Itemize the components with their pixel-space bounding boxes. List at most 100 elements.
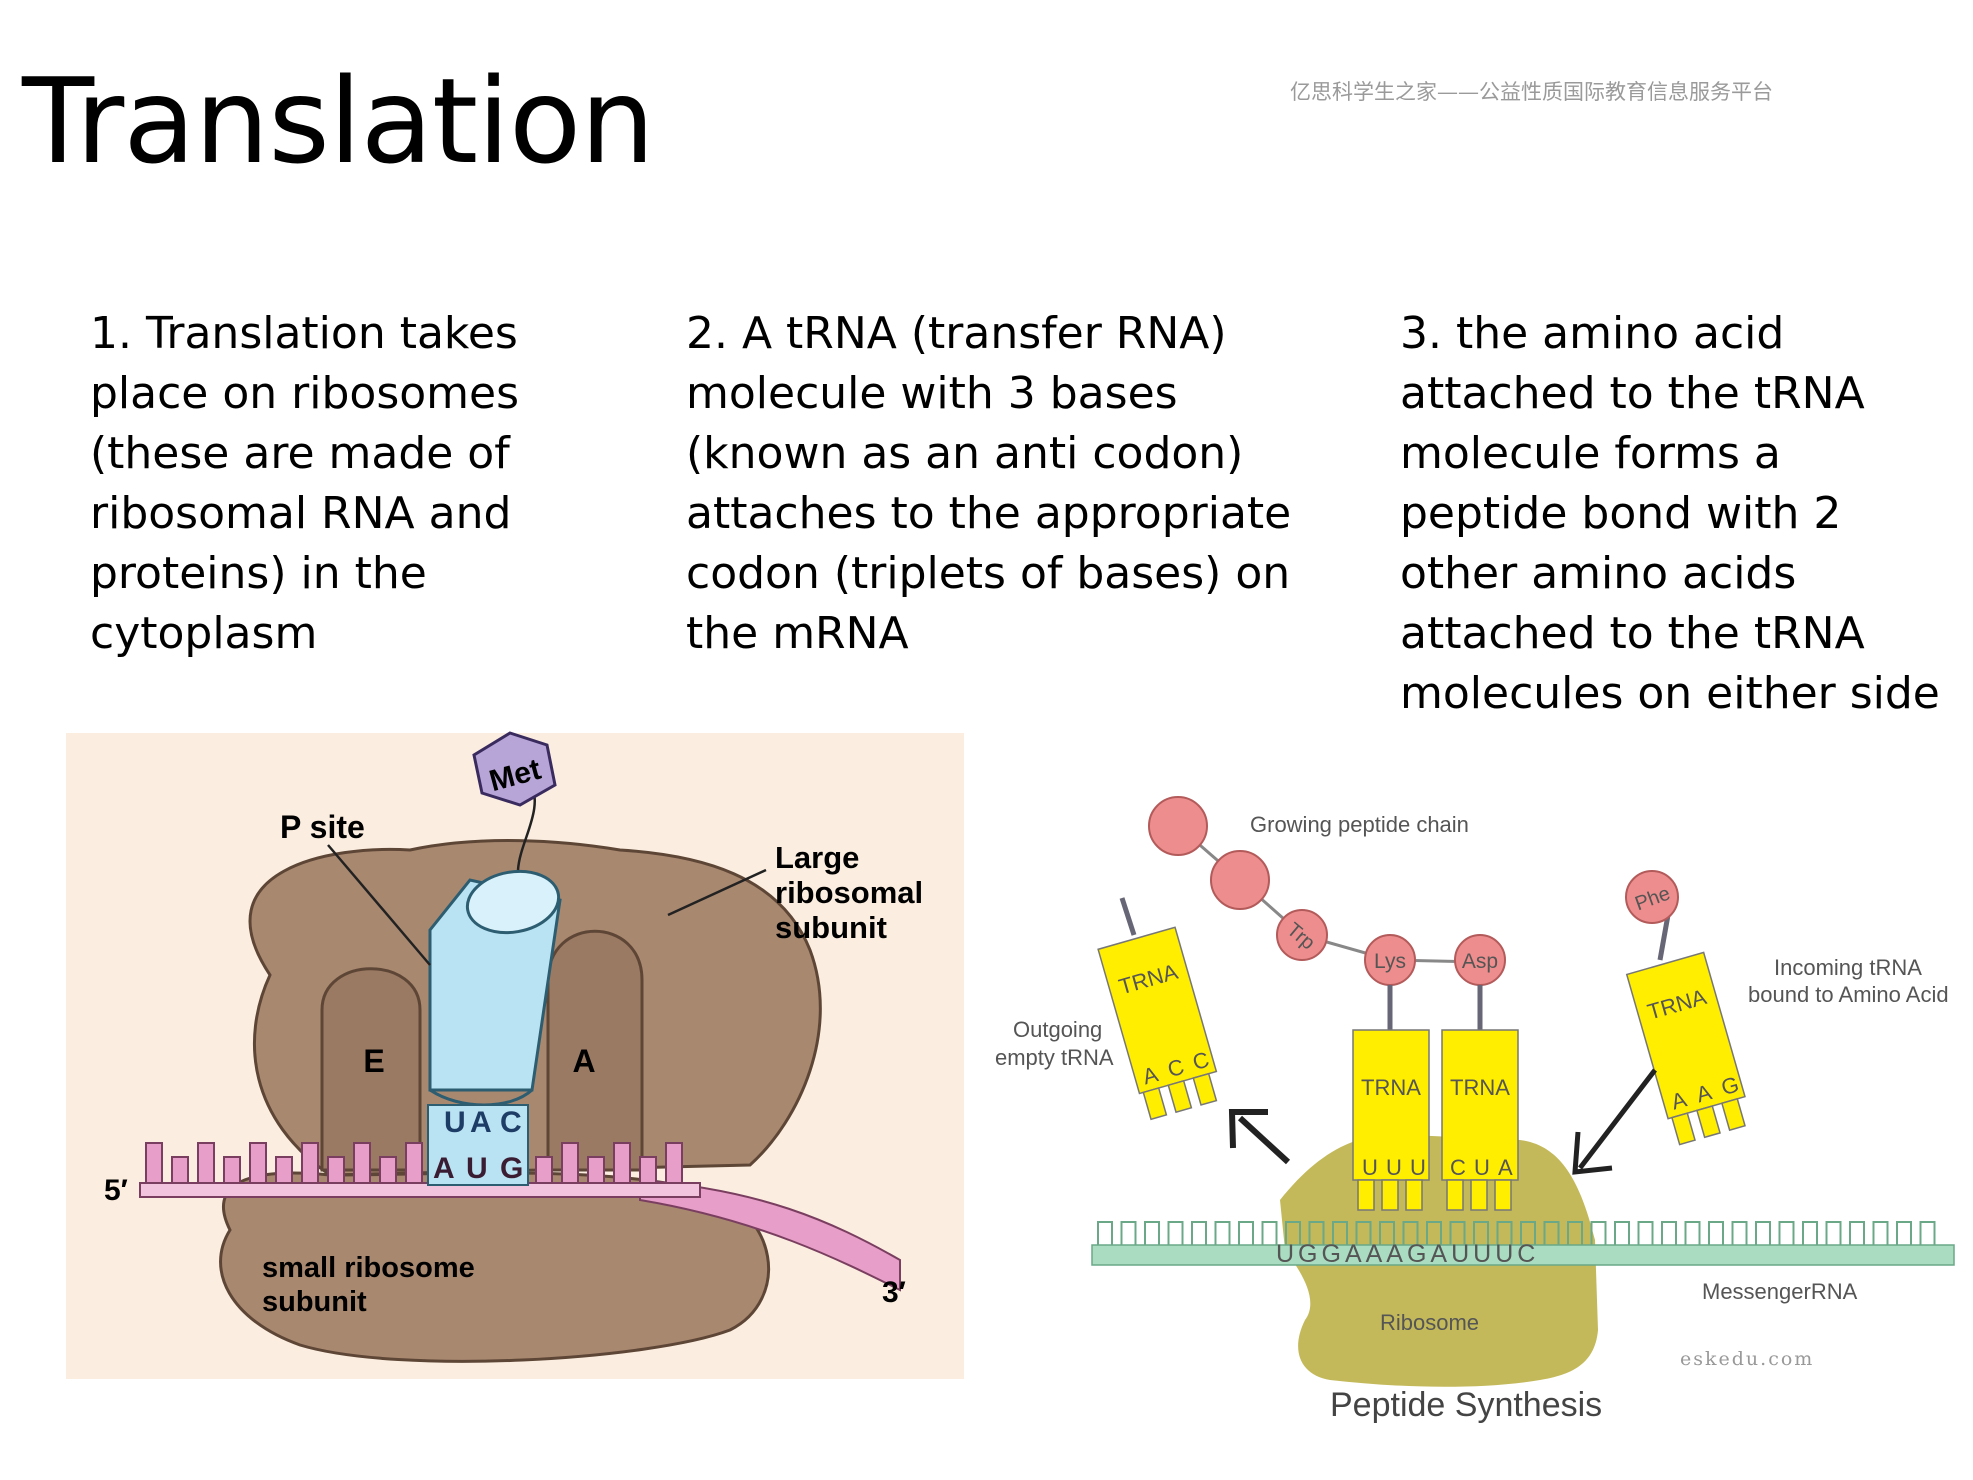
mrna-sequence: UGGAAAGAUUUC (1276, 1240, 1539, 1268)
asp-label: Asp (1462, 950, 1498, 973)
site-e-label: E (363, 1043, 384, 1079)
outgoing-base-3: C (1190, 1047, 1212, 1075)
point-1-line: place on ribosomes (90, 368, 520, 419)
messenger-rna-base (1919, 1221, 1936, 1245)
point-1-line: (these are made of (90, 428, 510, 479)
mrna-base (171, 1156, 189, 1184)
messenger-rna-base (1614, 1221, 1630, 1245)
messenger-rna-base (1567, 1221, 1583, 1245)
outgoing-arrow-head (1228, 1109, 1268, 1149)
trna-right-base-1: C (1450, 1155, 1466, 1180)
outgoing-trna-tooth (1192, 1072, 1218, 1106)
incoming-trna: TRNA A A G (1625, 951, 1746, 1146)
p-site-pointer (327, 844, 431, 966)
messenger-rna-base (1379, 1221, 1395, 1245)
outgoing-label-2: empty tRNA (995, 1045, 1114, 1070)
trna-right-label: TRNA (1450, 1075, 1510, 1100)
central-trna-teeth (1357, 1179, 1512, 1211)
small-subunit-label-1: small ribosome (262, 1252, 475, 1284)
messenger-rna-base (1238, 1221, 1254, 1245)
mrna-base (587, 1156, 605, 1184)
point-2: 2. A tRNA (transfer RNA) molecule with 3… (686, 304, 1306, 664)
trna-right (1441, 1029, 1519, 1181)
e-site-channel (320, 967, 422, 1172)
mrna-base (535, 1156, 553, 1184)
anticodon-base-1: U (444, 1106, 466, 1139)
messenger-rna-base (1144, 1221, 1160, 1245)
point-3-line: molecules on either side (1400, 668, 1940, 719)
incoming-label-1: Incoming tRNA (1774, 955, 1922, 980)
messenger-rna-base (1402, 1221, 1419, 1245)
messenger-rna-base (1543, 1221, 1560, 1245)
outgoing-trna-tooth (1142, 1087, 1168, 1121)
messenger-rna-base (1261, 1221, 1278, 1245)
point-3-line: attached to the tRNA (1400, 368, 1865, 419)
lys-label: Lys (1374, 950, 1406, 973)
outgoing-trna-tooth (1167, 1079, 1193, 1114)
messenger-rna-base (1496, 1221, 1513, 1245)
messenger-rna-base (1426, 1221, 1442, 1245)
point-1-line: 1. Translation takes (90, 308, 518, 359)
incoming-trna-tooth (1720, 1097, 1746, 1132)
messenger-rna-base (1637, 1221, 1654, 1245)
mrna-base (197, 1142, 215, 1184)
mrna-base (379, 1156, 397, 1184)
messenger-rna-base (1355, 1221, 1372, 1245)
messenger-rna-base (1684, 1221, 1701, 1245)
five-prime-label: 5′ (104, 1174, 128, 1207)
small-subunit-label-2: subunit (262, 1286, 367, 1318)
large-subunit-label-2: ribosomal (775, 875, 923, 910)
incoming-base-3: G (1718, 1071, 1741, 1100)
messenger-rna-base (1520, 1221, 1536, 1245)
ribosome-figure: Met P site Large ribosomal subunit E A U… (66, 731, 964, 1379)
anticodon-base-2: A (470, 1106, 492, 1139)
amino-acid-2 (1210, 850, 1270, 910)
point-2-line: codon (triplets of bases) on (686, 548, 1291, 599)
incoming-trna-tooth (1671, 1112, 1696, 1146)
point-3-line: 3. the amino acid (1400, 308, 1785, 359)
ribosome-label: Ribosome (1380, 1310, 1479, 1335)
mrna-base (405, 1142, 423, 1184)
point-3: 3. the amino acid attached to the tRNA m… (1400, 304, 1940, 724)
messenger-rna-bases (1097, 1221, 1936, 1245)
amino-acid-1 (1148, 796, 1208, 856)
point-3-line: peptide bond with 2 (1400, 488, 1842, 539)
mrna-base (353, 1142, 371, 1184)
met-amino-acid (472, 731, 557, 807)
messenger-rna-base (1872, 1221, 1889, 1245)
trna-left-label: TRNA (1361, 1075, 1421, 1100)
incoming-base-2: A (1693, 1079, 1714, 1107)
point-2-line: the mRNA (686, 608, 909, 659)
messenger-rna-base (1708, 1221, 1724, 1245)
outgoing-trna: TRNA A C C (1097, 926, 1218, 1121)
incoming-arrow-head (1572, 1131, 1613, 1175)
messenger-rna-base (1285, 1221, 1301, 1245)
point-3-line: molecule forms a (1400, 428, 1781, 479)
messenger-rna-base (1778, 1221, 1795, 1245)
growing-chain-label: Growing peptide chain (1250, 812, 1469, 837)
codon-base-2: U (466, 1152, 488, 1185)
mrna-strand (139, 1182, 701, 1198)
incoming-trna-stem (1657, 914, 1671, 961)
outgoing-trna-stem (1119, 897, 1137, 936)
anticodon-base-3: C (500, 1106, 522, 1139)
point-3-line: other amino acids (1400, 548, 1797, 599)
mrna-tail (639, 1178, 901, 1292)
incoming-label-2: bound to Amino Acid (1748, 982, 1949, 1007)
point-2-line: 2. A tRNA (transfer RNA) (686, 308, 1227, 359)
point-1-line: ribosomal RNA and (90, 488, 512, 539)
trna-right-base-3: A (1498, 1155, 1513, 1180)
trna-left-base-2: U (1386, 1155, 1402, 1180)
codon-base-1: A (433, 1152, 455, 1185)
messenger-rna-base (1661, 1221, 1677, 1245)
messenger-rna-base (1191, 1221, 1207, 1245)
site-a-label: A (572, 1043, 595, 1079)
messenger-rna-base (1308, 1221, 1325, 1245)
trna-left-base-1: U (1362, 1155, 1378, 1180)
point-1-line: cytoplasm (90, 608, 318, 659)
mrna-base (327, 1156, 345, 1184)
point-1-line: proteins) in the (90, 548, 427, 599)
peptide-synthesis-caption: Peptide Synthesis (1330, 1386, 1602, 1424)
outgoing-base-2: C (1165, 1054, 1187, 1082)
large-subunit-label-1: Large (775, 840, 859, 875)
